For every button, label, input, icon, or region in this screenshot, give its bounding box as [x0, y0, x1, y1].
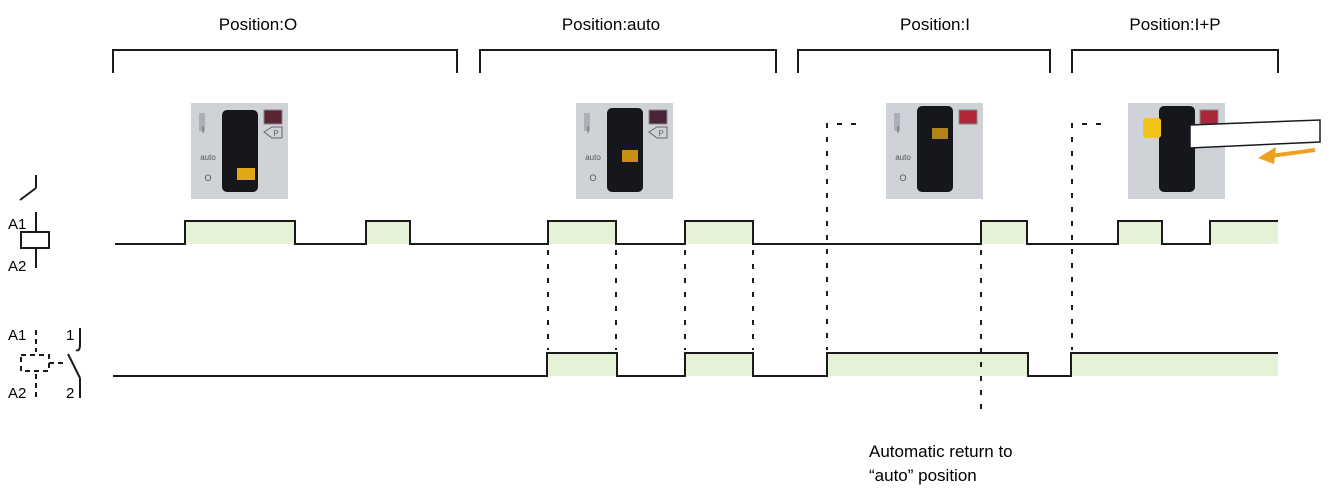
switch-auto-i-mark: I [587, 125, 590, 135]
contact-terminal-1-label: 1 [66, 327, 74, 344]
contact-terminal-2-label: 2 [66, 385, 74, 402]
position-o-title: Position:O [219, 15, 297, 34]
contact-waveform [113, 352, 1278, 377]
position-ip-dotted-marker [1071, 123, 1101, 350]
auto-return-note-line2: “auto” position [869, 466, 977, 485]
contact-pulse-3 [827, 353, 1028, 376]
coil-symbol [19, 175, 50, 268]
switch-o-p-mark: P [273, 129, 278, 138]
switch-auto-o-mark: O [589, 173, 596, 183]
position-auto-bracket [479, 49, 777, 73]
contact-a2-label: A2 [8, 385, 26, 402]
switch-i-o-mark: O [899, 173, 906, 183]
coil-pulse-5 [981, 221, 1027, 244]
position-i-title: Position:I [900, 15, 970, 34]
position-ip-bracket [1071, 49, 1279, 73]
switch-i-auto-mark: auto [895, 153, 911, 162]
position-ip-title: Position:I+P [1129, 15, 1220, 34]
coil-pulse-3 [548, 221, 616, 244]
coil-a2-label: A2 [8, 258, 26, 275]
switch-auto-auto-mark: auto [585, 153, 601, 162]
switch-position-o-image: I auto O P [191, 103, 288, 199]
contact-a1-label: A1 [8, 327, 26, 344]
coil-pulse-2 [366, 221, 410, 244]
position-auto-title: Position:auto [562, 15, 660, 34]
coil-pulse-1 [185, 221, 295, 244]
push-arrow-icon [1258, 147, 1316, 164]
switch-o-o-mark: O [204, 173, 211, 183]
position-o-bracket [112, 49, 458, 73]
switch-i-i-mark: I [897, 125, 900, 135]
coil-pulse-4 [685, 221, 753, 244]
position-i-bracket [797, 49, 1051, 73]
coil-pulse-7 [1210, 221, 1278, 244]
switch-position-auto-image: I auto O P [576, 103, 673, 199]
coil-waveform [115, 220, 1278, 245]
contact-symbol [20, 328, 81, 398]
coil-a1-label: A1 [8, 216, 26, 233]
coil-pulse-6 [1118, 221, 1162, 244]
switch-o-auto-mark: auto [200, 153, 216, 162]
position-i-dotted-marker [826, 123, 856, 350]
auto-return-note-line1: Automatic return to [869, 442, 1013, 461]
contact-pulse-2 [685, 353, 753, 376]
switch-position-ip-image [1128, 103, 1225, 199]
switch-auto-p-mark: P [658, 129, 663, 138]
contact-pulse-4 [1071, 353, 1278, 376]
switch-position-i-image: I auto O [886, 103, 983, 199]
contact-pulse-1 [547, 353, 617, 376]
switch-o-i-mark: I [202, 125, 205, 135]
pointer-tool-icon [1189, 119, 1321, 149]
